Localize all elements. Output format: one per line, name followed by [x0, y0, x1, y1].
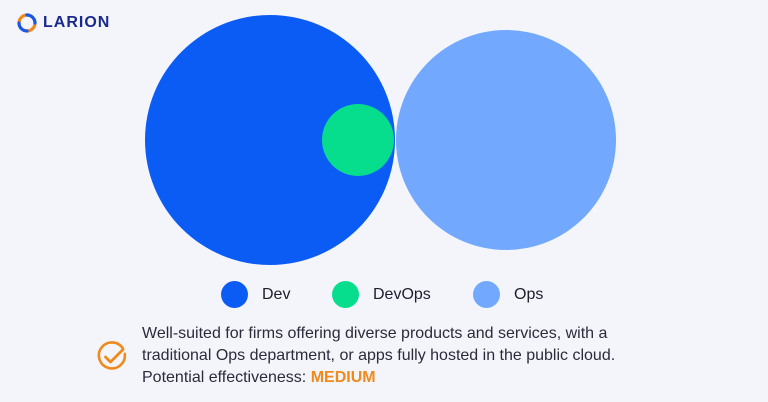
legend-label-dev: Dev	[262, 285, 291, 303]
dev-circle	[145, 15, 395, 265]
note-line-1: Well-suited for firms offering diverse p…	[142, 325, 608, 342]
note-line-3: Potential effectiveness: MEDIUM	[142, 367, 615, 389]
assessment-note: Well-suited for firms offering diverse p…	[96, 323, 736, 389]
legend-item-dev: Dev	[221, 281, 290, 308]
larion-logo-icon	[17, 13, 37, 33]
ops-circle	[396, 30, 616, 250]
legend-swatch-dev	[221, 281, 248, 308]
devops-circle	[322, 104, 394, 176]
legend-item-ops: Ops	[473, 281, 543, 308]
note-line-2: traditional Ops department, or apps full…	[142, 347, 616, 364]
effectiveness-rating: MEDIUM	[310, 369, 376, 386]
brand-name: LARION	[43, 14, 111, 31]
effectiveness-label: Potential effectiveness:	[142, 369, 307, 386]
legend-item-devops: DevOps	[332, 281, 431, 308]
legend-label-ops: Ops	[514, 285, 544, 303]
venn-diagram	[145, 15, 616, 265]
note-text: Well-suited for firms offering diverse p…	[142, 323, 615, 389]
check-circle-icon	[97, 341, 127, 370]
brand-logo: LARION	[17, 13, 110, 33]
legend-label-devops: DevOps	[373, 285, 431, 303]
legend-swatch-devops	[332, 281, 359, 308]
legend: Dev DevOps Ops	[0, 281, 768, 311]
legend-swatch-ops	[473, 281, 500, 308]
